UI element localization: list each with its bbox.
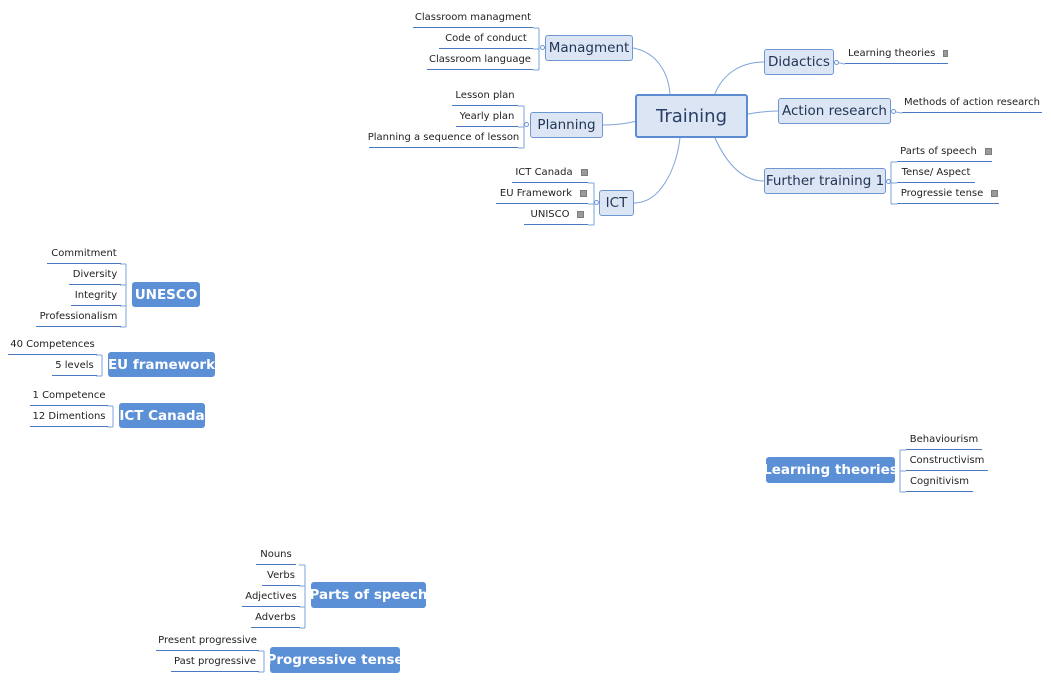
leaf-label: Progressie tense (900, 188, 984, 199)
floating-topic-parts-of-speech[interactable]: Parts of speech (310, 582, 427, 608)
planning-connector[interactable] (524, 122, 529, 127)
note-icon[interactable] (577, 211, 585, 218)
didactics-connector[interactable] (834, 60, 839, 65)
leaf-label: 12 Dimentions (32, 411, 106, 422)
leaf-adjectives[interactable]: Adjectives (242, 587, 300, 607)
leaf-1-competence[interactable]: 1 Competence (30, 386, 108, 406)
note-icon[interactable] (991, 190, 999, 197)
leaf-planning-sequence[interactable]: Planning a sequence of lesson (368, 128, 519, 148)
leaf-professionalism[interactable]: Professionalism (36, 307, 121, 327)
leaf-label: Past progressive (173, 656, 257, 667)
leaf-label: Integrity (74, 290, 118, 301)
leaf-present-progressive[interactable]: Present progressive (156, 631, 259, 651)
leaf-cognitivism[interactable]: Cognitivism (906, 472, 973, 492)
leaf-learning-theories[interactable]: Learning theories (845, 44, 948, 64)
central-topic-training[interactable]: Training (635, 94, 748, 138)
connector-line (895, 111, 903, 114)
leaf-label: 40 Competences (10, 339, 95, 350)
connector-line (838, 62, 846, 65)
leaf-constructivism[interactable]: Constructivism (906, 451, 988, 471)
leaf-label: Commitment (51, 248, 117, 259)
topic-didactics[interactable]: Didactics (764, 49, 834, 75)
leaf-nouns[interactable]: Nouns (256, 545, 296, 565)
leaf-label: Planning a sequence of lesson (367, 132, 520, 143)
leaf-integrity[interactable]: Integrity (71, 286, 121, 306)
further-training-connector[interactable] (886, 179, 891, 184)
leaf-label: Adverbs (255, 612, 296, 623)
leaf-label: Behaviourism (909, 434, 979, 445)
leaf-parts-of-speech[interactable]: Parts of speech (897, 142, 992, 162)
leaf-progressie-tense[interactable]: Progressie tense (897, 184, 999, 204)
topic-managment[interactable]: Managment (545, 35, 633, 61)
connector-line (747, 110, 779, 115)
leaf-label: 5 levels (55, 360, 94, 371)
floating-topic-progressive-tense[interactable]: Progressive tense (266, 647, 404, 673)
leaf-label: Classroom language (429, 54, 531, 65)
leaf-eu-framework[interactable]: EU Framework (496, 184, 588, 204)
leaf-label: Classroom managment (414, 12, 532, 23)
floating-topic-unesco[interactable]: UNESCO (132, 282, 200, 307)
leaf-label: Diversity (72, 269, 118, 280)
leaf-lesson-plan[interactable]: Lesson plan (452, 86, 518, 106)
topic-planning[interactable]: Planning (530, 112, 603, 138)
leaf-verbs[interactable]: Verbs (262, 566, 300, 586)
leaf-behaviourism[interactable]: Behaviourism (906, 430, 982, 450)
leaf-unisco[interactable]: UNISCO (524, 205, 588, 225)
leaf-40-competences[interactable]: 40 Competences (8, 335, 97, 355)
note-icon[interactable] (580, 190, 588, 197)
note-icon[interactable] (580, 169, 588, 176)
leaf-label: Cognitivism (910, 476, 969, 487)
leaf-tense-aspect[interactable]: Tense/ Aspect (897, 163, 975, 183)
connector-line (714, 61, 765, 95)
leaf-12-dimentions[interactable]: 12 Dimentions (30, 407, 108, 427)
topic-further-training[interactable]: Further training 1 (764, 168, 886, 194)
leaf-label: Tense/ Aspect (901, 167, 971, 178)
floating-topic-eu-framework[interactable]: EU framework (108, 352, 215, 377)
leaf-label: Yearly plan (459, 111, 515, 122)
leaf-adverbs[interactable]: Adverbs (251, 608, 300, 628)
leaf-label: Nouns (260, 549, 292, 560)
topic-ict[interactable]: ICT (599, 190, 634, 216)
leaf-label: 1 Competence (32, 390, 106, 401)
leaf-past-progressive[interactable]: Past progressive (171, 652, 259, 672)
leaf-5-levels[interactable]: 5 levels (52, 356, 97, 376)
connector-line (633, 137, 681, 204)
ict-connector[interactable] (594, 200, 599, 205)
leaf-yearly-plan[interactable]: Yearly plan (456, 107, 518, 127)
leaf-classroom-language[interactable]: Classroom language (427, 50, 533, 70)
connector-line (632, 47, 671, 95)
note-icon[interactable] (984, 148, 992, 155)
leaf-label: Lesson plan (455, 90, 515, 101)
note-icon[interactable] (943, 50, 948, 57)
leaf-label: Methods of action research (904, 97, 1040, 108)
leaf-label: Professionalism (39, 311, 118, 322)
managment-connector[interactable] (540, 45, 545, 50)
floating-topic-learning-theories[interactable]: Learning theories (763, 457, 898, 483)
connector-line (714, 137, 765, 182)
leaf-label: Adjectives (245, 591, 297, 602)
leaf-label: Learning theories (848, 48, 936, 59)
connector-line (602, 120, 638, 126)
leaf-label: Code of conduct (445, 33, 527, 44)
leaf-diversity[interactable]: Diversity (69, 265, 121, 285)
floating-topic-ict-canada[interactable]: ICT Canada (119, 403, 205, 428)
leaf-ict-canada[interactable]: ICT Canada (512, 163, 588, 183)
leaf-methods-action-research[interactable]: Methods of action research (902, 93, 1042, 113)
leaf-label: UNISCO (530, 209, 570, 220)
action-research-connector[interactable] (891, 109, 896, 114)
leaf-commitment[interactable]: Commitment (47, 244, 121, 264)
leaf-code-of-conduct[interactable]: Code of conduct (439, 29, 533, 49)
leaf-label: EU Framework (499, 188, 573, 199)
leaf-label: Verbs (267, 570, 295, 581)
topic-action-research[interactable]: Action research (778, 98, 891, 124)
leaf-label: ICT Canada (515, 167, 573, 178)
leaf-classroom-managment[interactable]: Classroom managment (413, 8, 533, 28)
leaf-label: Parts of speech (900, 146, 977, 157)
leaf-label: Constructivism (909, 455, 985, 466)
leaf-label: Present progressive (158, 635, 257, 646)
